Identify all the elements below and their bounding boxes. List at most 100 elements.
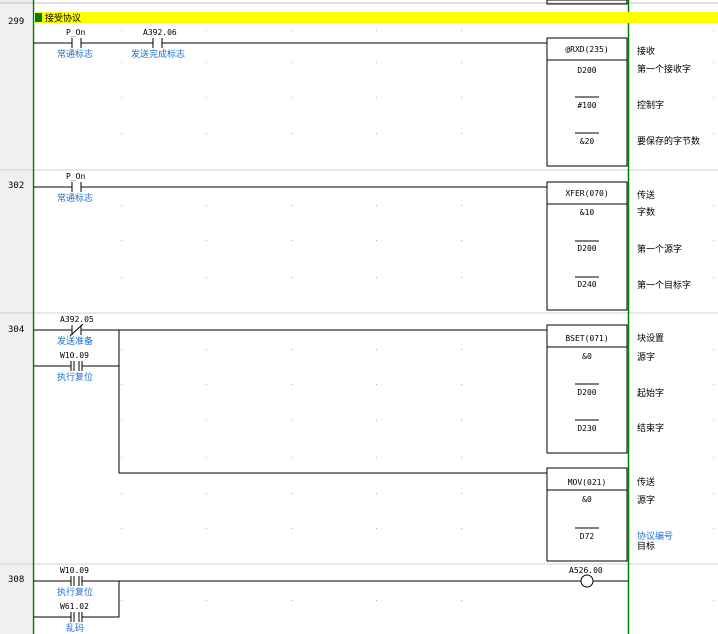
operand-annotation: 第一个接收字 xyxy=(637,63,691,75)
contact-nc[interactable] xyxy=(69,323,84,337)
grid-dot xyxy=(376,277,377,278)
grid-dot xyxy=(461,205,462,206)
grid-dot xyxy=(713,133,714,134)
grid-dot xyxy=(291,420,292,421)
operand-comment: 协议编号 xyxy=(637,530,673,542)
grid-dot xyxy=(291,62,292,63)
rung-number-gutter xyxy=(0,0,32,634)
grid-dot xyxy=(291,600,292,601)
contact-operand: W10.09 xyxy=(60,566,89,575)
grid-dot xyxy=(461,420,462,421)
instruction-mnemonic: @RXD(235) xyxy=(565,45,608,54)
contact-differentiate-up[interactable] xyxy=(70,612,83,622)
grid-dot xyxy=(713,420,714,421)
grid-dot xyxy=(713,600,714,601)
grid-dot xyxy=(376,600,377,601)
grid-dot xyxy=(121,30,122,31)
grid-dot xyxy=(206,205,207,206)
instruction-block[interactable] xyxy=(546,181,628,311)
contact-no[interactable] xyxy=(71,38,82,48)
grid-dot xyxy=(461,277,462,278)
coil-operand: A526.00 xyxy=(569,566,603,575)
grid-dot xyxy=(713,457,714,458)
grid-dot xyxy=(376,420,377,421)
grid-dot xyxy=(713,349,714,350)
grid-dot xyxy=(713,277,714,278)
contact-comment: 执行复位 xyxy=(57,371,93,383)
grid-dot xyxy=(121,493,122,494)
contact-differentiate-up[interactable] xyxy=(70,361,83,371)
grid-dot xyxy=(121,277,122,278)
grid-dot xyxy=(376,205,377,206)
instruction-operand: D230 xyxy=(577,424,596,433)
instruction-block[interactable] xyxy=(546,324,628,454)
rung-302[interactable]: 302 P_On 常通标志 XFER(070) &10 D200 D240 传送… xyxy=(8,172,691,311)
grid-dot xyxy=(713,528,714,529)
grid-dot xyxy=(121,133,122,134)
grid-dot xyxy=(713,384,714,385)
grid-dot xyxy=(376,384,377,385)
grid-dot xyxy=(291,133,292,134)
grid-dot xyxy=(461,384,462,385)
grid-dot xyxy=(291,277,292,278)
grid-dot xyxy=(206,62,207,63)
grid-dot xyxy=(376,457,377,458)
rung-number: 302 xyxy=(8,181,24,191)
contact-operand: P_On xyxy=(66,28,85,37)
grid-dot xyxy=(461,528,462,529)
grid-dot xyxy=(376,30,377,31)
branch-wire xyxy=(34,581,120,618)
output-coil[interactable] xyxy=(580,574,594,588)
instruction-operand: &0 xyxy=(582,352,592,361)
operand-annotation: 字数 xyxy=(637,206,655,218)
operand-annotation: 要保存的字节数 xyxy=(637,135,700,147)
grid-dot xyxy=(461,457,462,458)
operand-annotation: 块设置 xyxy=(637,332,664,344)
instruction-mnemonic: MOV(021) xyxy=(568,478,607,487)
contact-comment: 常通标志 xyxy=(57,192,93,204)
grid-dot xyxy=(206,420,207,421)
contact-comment: 乱码 xyxy=(66,623,84,634)
grid-dot xyxy=(291,384,292,385)
grid-dot xyxy=(121,528,122,529)
grid-dot xyxy=(713,62,714,63)
grid-dot xyxy=(461,349,462,350)
instruction-block[interactable] xyxy=(546,467,628,562)
grid-dot xyxy=(206,133,207,134)
instruction-operand: D72 xyxy=(580,532,595,541)
contact-operand: P_On xyxy=(66,172,85,181)
rung-304[interactable]: 304 A392.05 发送准备 W10.09 执行复位 BSET(071) &… xyxy=(8,315,673,562)
instruction-operand: &20 xyxy=(580,137,595,146)
grid-dot xyxy=(206,457,207,458)
grid-dot xyxy=(461,62,462,63)
contact-no[interactable] xyxy=(71,182,82,192)
grid-dot xyxy=(291,205,292,206)
grid-dot xyxy=(291,240,292,241)
instruction-operand: D200 xyxy=(577,66,596,75)
contact-differentiate-up[interactable] xyxy=(70,576,83,586)
contact-operand: W61.02 xyxy=(60,602,89,611)
contact-operand: A392.06 xyxy=(143,28,177,37)
rung-number: 299 xyxy=(8,17,24,27)
instruction-operand: D240 xyxy=(577,280,596,289)
contact-comment: 执行复位 xyxy=(57,586,93,598)
grid-dot xyxy=(461,97,462,98)
grid-dot xyxy=(206,30,207,31)
grid-dot xyxy=(376,97,377,98)
contact-comment: 发送准备 xyxy=(57,335,93,347)
operand-annotation: 源字 xyxy=(637,351,655,363)
operand-annotation: 控制字 xyxy=(637,99,664,111)
operand-annotation: 第一个目标字 xyxy=(637,279,691,291)
contact-no[interactable] xyxy=(152,38,163,48)
instruction-mnemonic: BSET(071) xyxy=(565,334,608,343)
grid-dot xyxy=(121,384,122,385)
instruction-block[interactable] xyxy=(546,37,628,167)
rung-299[interactable]: 299 P_On 常通标志 A392.06 发送完成标志 @RXD(235) D… xyxy=(8,17,700,167)
instruction-operand: D200 xyxy=(577,244,596,253)
grid-dot xyxy=(291,349,292,350)
rung-308[interactable]: 308 W10.09 执行复位 W61.02 乱码 A526.00 xyxy=(8,566,628,634)
operand-annotation: 源字 xyxy=(637,494,655,506)
operand-annotation: 起始字 xyxy=(637,387,664,399)
operand-annotation: 结束字 xyxy=(637,422,664,434)
